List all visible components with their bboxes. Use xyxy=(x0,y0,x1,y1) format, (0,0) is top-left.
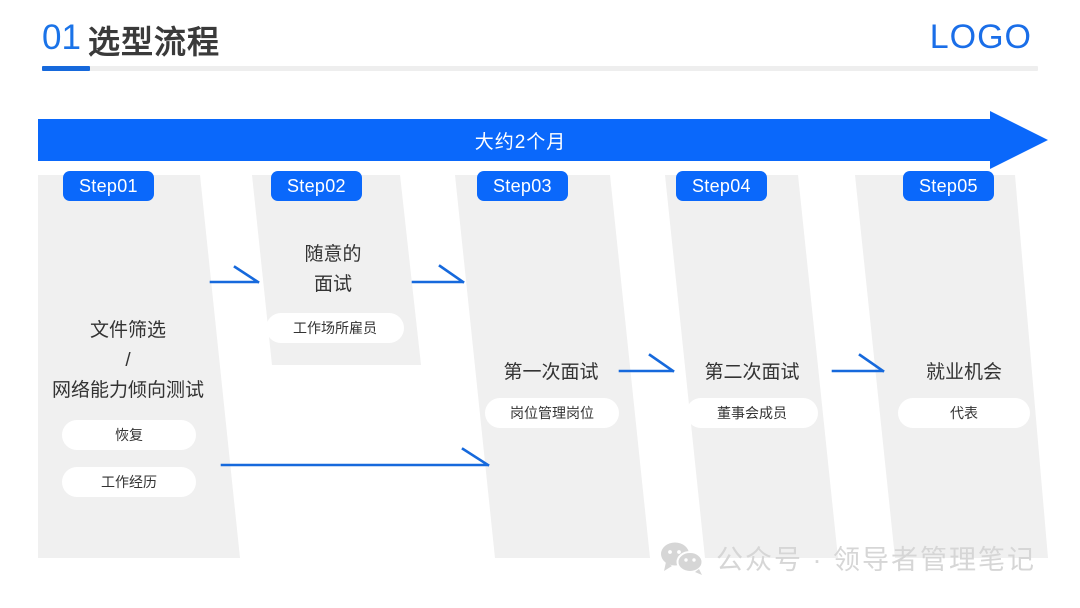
stage-pill-01-1[interactable]: 恢复 xyxy=(62,420,196,450)
step-badge-02[interactable]: Step02 xyxy=(271,171,362,201)
column-step03 xyxy=(455,175,650,558)
banner-arrow-shape xyxy=(38,111,1048,169)
stage-title-05: 就业机会 xyxy=(925,362,1002,383)
column-step05 xyxy=(855,175,1048,558)
arrow-step03-step04 xyxy=(618,353,675,373)
header-divider xyxy=(42,66,1038,71)
arrow-step01-step02 xyxy=(209,265,260,284)
stage-pill-02-1[interactable]: 工作场所雇员 xyxy=(266,313,404,343)
step-badge-01[interactable]: Step01 xyxy=(63,171,154,201)
header: 01 选型流程 LOGO xyxy=(0,0,1080,80)
step-badge-04[interactable]: Step04 xyxy=(676,171,767,201)
arrow-step01-step03-long xyxy=(220,447,490,467)
banner-label: 大约2个月 xyxy=(474,131,567,153)
step-badge-03[interactable]: Step03 xyxy=(477,171,568,201)
stage-pill-05-1[interactable]: 代表 xyxy=(898,398,1030,428)
stage-title-01: 文件筛选 / 网络能力倾向测试 xyxy=(51,320,204,401)
stage-pill-01-2[interactable]: 工作经历 xyxy=(62,467,196,497)
wechat-icon xyxy=(661,542,704,575)
column-step01 xyxy=(38,175,240,558)
header-divider-accent xyxy=(42,66,90,71)
stage-pill-04-1[interactable]: 董事会成员 xyxy=(686,398,818,428)
arrow-step04-step05 xyxy=(831,353,885,373)
stage-title-02: 随意的 面试 xyxy=(304,244,362,295)
page-title: 选型流程 xyxy=(88,24,221,60)
page-number: 01 xyxy=(42,18,81,57)
step-badge-05[interactable]: Step05 xyxy=(903,171,994,201)
watermark-text: 公众号 · 领导者管理笔记 xyxy=(716,545,1036,575)
stage-title-03: 第一次面试 xyxy=(503,362,599,383)
stage-pill-03-1[interactable]: 岗位管理岗位 xyxy=(485,398,619,428)
watermark: 公众号 · 领导者管理笔记 xyxy=(660,538,1036,577)
logo: LOGO xyxy=(929,18,1032,56)
stage-title-04: 第二次面试 xyxy=(704,362,800,383)
column-step04 xyxy=(665,175,838,558)
arrow-step02-step03 xyxy=(411,264,465,284)
timeline-banner xyxy=(38,111,1048,169)
